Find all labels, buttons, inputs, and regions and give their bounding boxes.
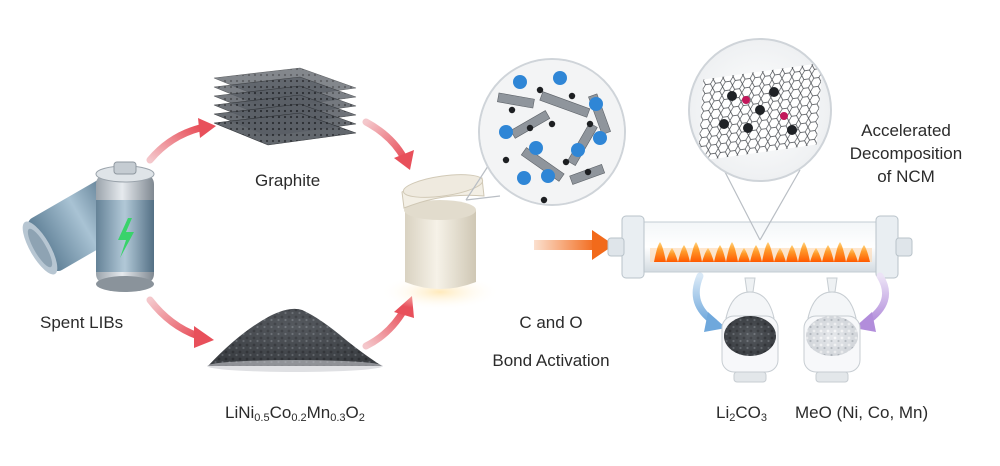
- lightning-icon: [118, 218, 134, 258]
- bond-activation-label-line2: Bond Activation: [492, 351, 610, 370]
- accelerated-decomposition-line1: Accelerated: [861, 121, 951, 140]
- magnified-view-crucible: [478, 58, 626, 206]
- arrow-crucible-to-furnace: [534, 230, 614, 260]
- graphite-layers-illustration: [213, 67, 357, 146]
- bond-activation-label-line1: C and O: [519, 313, 583, 332]
- li2co3-label: Li2CO3: [716, 403, 767, 424]
- ncm-powder-pile-illustration: [207, 308, 383, 372]
- arrow-batteries-to-ncm: [146, 296, 214, 348]
- arrow-batteries-to-graphite: [146, 118, 216, 164]
- accelerated-decomposition-line3: of NCM: [877, 167, 935, 186]
- accelerated-decomposition-line2: Decomposition: [849, 144, 963, 163]
- arrow-furnace-to-li2co3: [692, 272, 726, 332]
- tube-furnace-illustration: [607, 215, 913, 279]
- magnify-pointer-right: [723, 169, 801, 241]
- magnified-view-graphene: [688, 38, 832, 182]
- spent-batteries-illustration: [22, 161, 155, 292]
- arrow-graphite-to-crucible: [362, 118, 414, 170]
- ncm-formula-label: LiNi0.5Co0.2Mn0.3O2: [225, 403, 365, 424]
- graphite-label: Graphite: [255, 171, 321, 190]
- spent-libs-label: Spent LIBs: [40, 313, 124, 332]
- meo-sample-bottle: [803, 277, 861, 383]
- li2co3-sample-bottle: [721, 277, 779, 383]
- meo-label: MeO (Ni, Co, Mn): [795, 403, 929, 422]
- crucible-illustration: [380, 174, 500, 310]
